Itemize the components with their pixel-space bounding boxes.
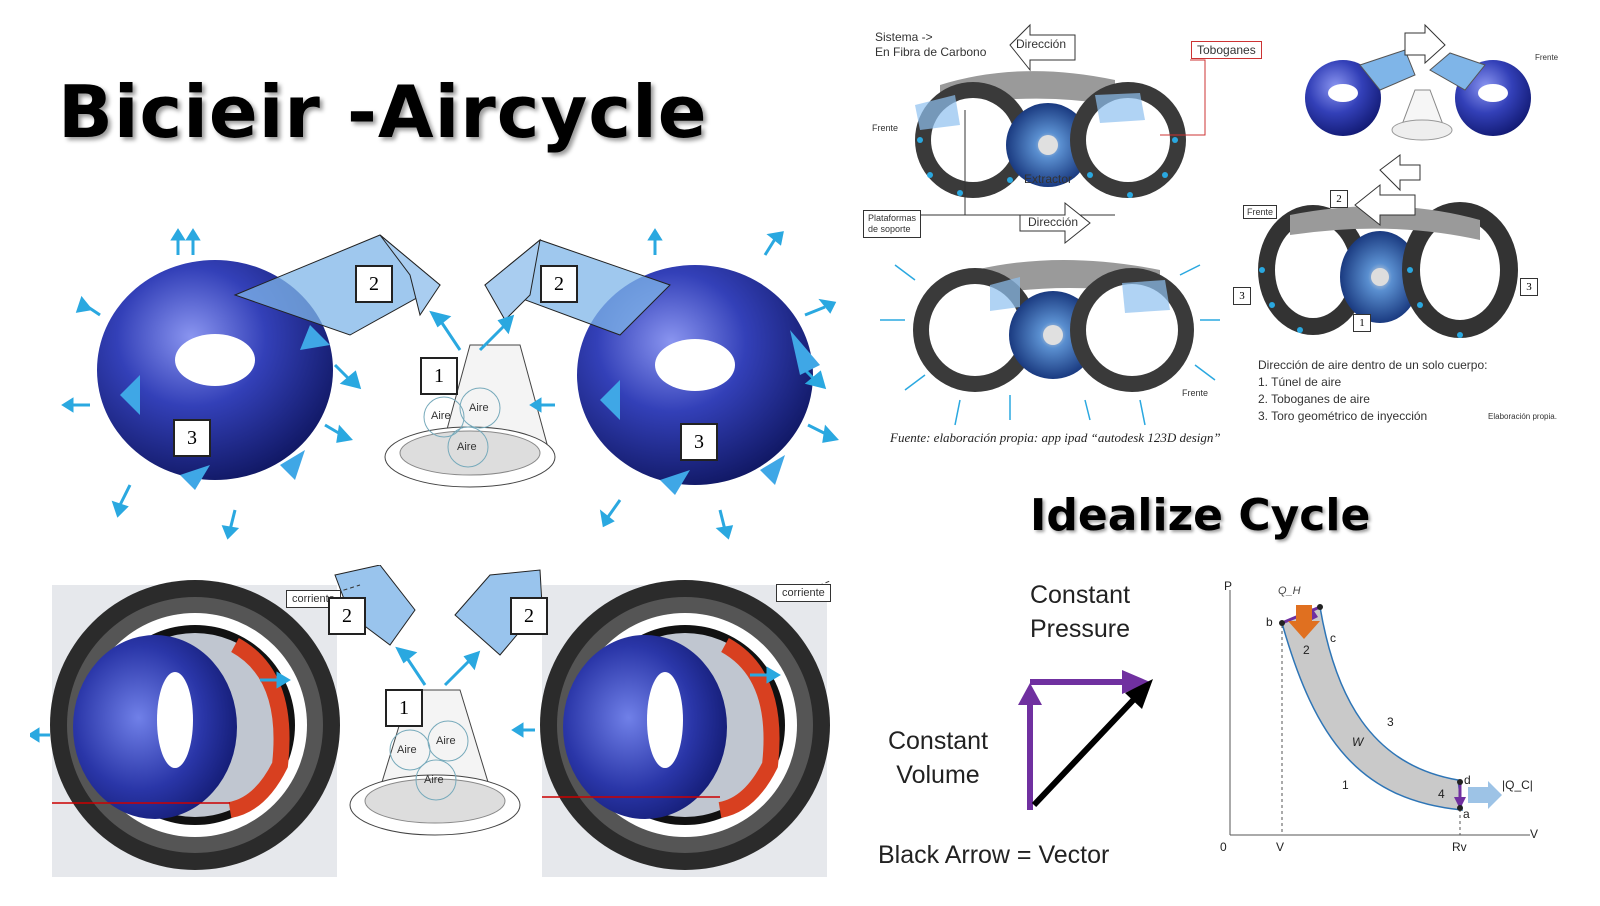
label-box-duct-right: 2 — [540, 265, 578, 303]
lower-right-duct — [454, 569, 543, 656]
black-arrow-caption: Black Arrow = Vector — [878, 841, 1110, 869]
fuente-caption: Fuente: elaboración propia: app ipad “au… — [890, 430, 1221, 445]
label-box-cone: 1 — [420, 357, 458, 395]
lower-air-arrows — [30, 646, 781, 743]
pv-point-a: a — [1463, 807, 1470, 821]
assembly-perspective — [1258, 154, 1518, 338]
torus-flow-arrows — [120, 325, 820, 495]
air-flow-arrows — [61, 228, 839, 540]
pv-work-label: W — [1352, 735, 1364, 749]
label-box-torus-right: 3 — [680, 423, 718, 461]
pv-qc-label: |Q_C| — [1502, 778, 1533, 792]
legend-item: 2. Toboganes de aire — [1258, 392, 1370, 406]
qc-arrow — [1468, 787, 1490, 803]
top-right-svg — [880, 23, 1531, 426]
perspective-label-3-right: 3 — [1520, 278, 1538, 296]
frente-label-small: Frente — [1535, 53, 1559, 62]
qh-arrow — [1296, 605, 1312, 623]
elaboracion-label: Elaboración propia. — [1488, 412, 1557, 421]
corriente-label-left: corriente — [286, 590, 341, 608]
pv-diagram-svg — [1229, 590, 1530, 836]
aire-label: Aire — [431, 410, 451, 422]
perspective-label-2: 2 — [1330, 190, 1348, 208]
left-torus-hole — [175, 334, 255, 386]
legend-item: 3. Toro geométrico de inyección — [1258, 409, 1428, 423]
toboganes-label: Toboganes — [1191, 41, 1262, 59]
cycle-area — [1281, 605, 1463, 811]
aire-label: Aire — [397, 744, 417, 756]
pv-qh-label: Q_H — [1278, 585, 1301, 597]
plataformas-line2: de soporte — [868, 224, 911, 234]
frente-label-bottom: Frente — [1182, 388, 1209, 398]
cycle-title: Idealize Cycle — [1030, 490, 1371, 541]
pv-process-4: 4 — [1438, 787, 1445, 801]
right-torus-hole — [655, 339, 735, 391]
pv-point-b: b — [1266, 615, 1273, 629]
aire-label: Aire — [469, 402, 489, 414]
extractor-label: Extractor — [1024, 172, 1073, 186]
constant-pressure-label: Constant Pressure — [1010, 578, 1150, 646]
frente-box-label: Frente — [1243, 205, 1278, 219]
main-aircycle-diagram: 2 2 1 3 3 Aire Aire Aire — [60, 225, 850, 545]
constant-volume-label: Constant Volume — [868, 724, 1008, 792]
label-box-lower-cone: 1 — [385, 689, 423, 727]
direccion-top-label: Dirección — [1016, 37, 1067, 51]
plataformas-label: Plataformas de soporte — [863, 210, 922, 238]
lower-diagram-svg — [30, 565, 831, 877]
page-title: Bicieir -Aircycle — [58, 70, 708, 154]
pv-process-1: 1 — [1342, 778, 1349, 792]
pv-diagram: P V 0 V Rv Q_H |Q_C| W a b c d 1 2 3 4 — [1210, 575, 1550, 865]
pv-axis-p: P — [1224, 579, 1233, 593]
plataformas-line1: Plataformas — [868, 213, 917, 223]
aire-label: Aire — [457, 441, 477, 453]
pv-tick-v: V — [1276, 840, 1285, 854]
label-box-lower-duct-left: 2 — [328, 597, 366, 635]
constant-volume-line2: Volume — [896, 761, 980, 789]
pv-axis-v: V — [1530, 827, 1539, 841]
constant-volume-line1: Constant — [887, 727, 989, 755]
pv-point-d: d — [1464, 773, 1471, 787]
constant-pressure-line2: Pressure — [1029, 615, 1131, 643]
pv-tick-rv: Rv — [1452, 840, 1467, 854]
pv-point-c: c — [1330, 631, 1336, 645]
label-box-lower-duct-right: 2 — [510, 597, 548, 635]
lower-aircycle-diagram: corriente corriente 2 2 1 Aire Aire Aire — [30, 565, 840, 880]
pv-process-3: 3 — [1387, 715, 1394, 729]
corriente-label-right: corriente — [776, 584, 831, 602]
sistema-line2: En Fibra de Carbono — [875, 45, 987, 59]
label-box-torus-left: 3 — [173, 419, 211, 457]
perspective-label-1: 1 — [1353, 314, 1371, 332]
sistema-line1: Sistema -> — [875, 30, 933, 44]
sistema-note: Sistema -> En Fibra de Carbono — [875, 30, 986, 60]
perspective-label-3-left: 3 — [1233, 287, 1251, 305]
legend-heading: Dirección de aire dentro de un solo cuer… — [1258, 358, 1488, 372]
direccion-mid-label: Dirección — [1028, 215, 1079, 229]
resultant-vector-arrow — [1031, 692, 1141, 808]
aire-label: Aire — [436, 735, 456, 747]
label-box-duct-left: 2 — [355, 265, 393, 303]
constant-pressure-line1: Constant — [1029, 581, 1131, 609]
assembly-front-small — [1305, 23, 1531, 141]
frente-label-left: Frente — [872, 123, 899, 133]
legend-item: 1. Túnel de aire — [1258, 375, 1342, 389]
assembly-top-view — [880, 23, 1206, 216]
top-right-drawings: Sistema -> En Fibra de Carbono Dirección… — [860, 15, 1595, 455]
aire-label: Aire — [424, 774, 444, 786]
assembly-bottom-view — [880, 201, 1220, 426]
pv-origin: 0 — [1220, 840, 1227, 854]
airflow-legend: Dirección de aire dentro de un solo cuer… — [1258, 357, 1487, 425]
vector-arrows-svg — [1018, 670, 1153, 810]
pv-process-2: 2 — [1303, 643, 1310, 657]
